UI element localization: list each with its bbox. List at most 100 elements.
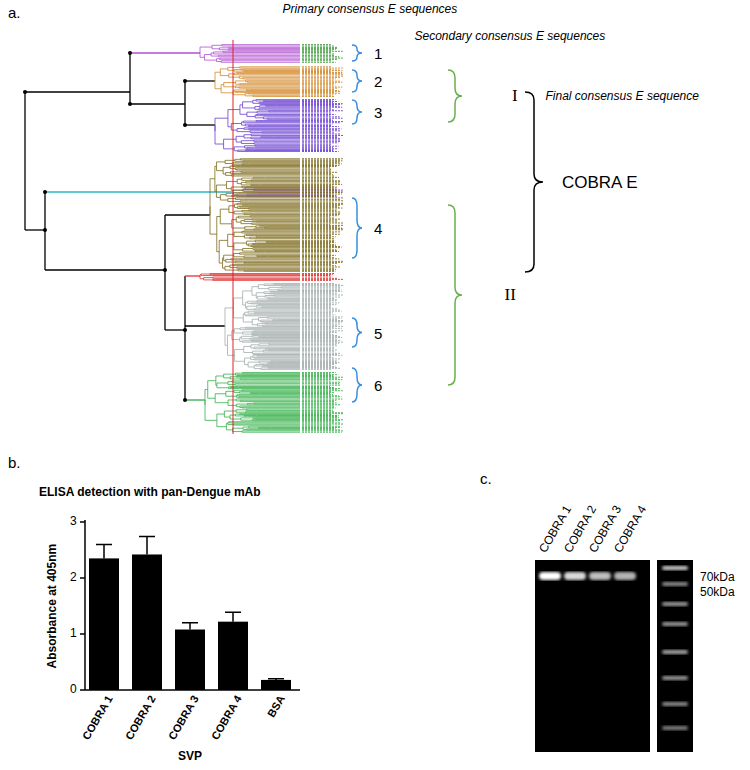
group-numeral: II: [505, 285, 516, 305]
category-label: COBRA 2: [123, 693, 159, 742]
leaf-names: [302, 67, 344, 97]
tree-branch: [129, 53, 130, 104]
bracket: [448, 205, 462, 385]
bracket: [352, 70, 362, 92]
gel-image: [535, 560, 650, 752]
tree-branch: [164, 215, 165, 330]
error-bar: [139, 537, 155, 555]
bracket: [352, 198, 362, 258]
bar: [132, 554, 162, 690]
marker-size: 70kDa: [700, 571, 735, 585]
group-numeral: I: [512, 86, 518, 106]
final-consensus-name: COBRA E: [562, 173, 638, 193]
tick: [80, 633, 85, 635]
ladder-band: [662, 582, 688, 586]
tree-branch: [25, 229, 45, 230]
bar: [218, 622, 248, 690]
tree-branch: [25, 91, 130, 92]
y-axis: [84, 520, 86, 690]
tier-heading: Primary consensus E sequences: [283, 3, 458, 17]
tree-clade: [200, 45, 300, 63]
ladder-image: [657, 560, 693, 752]
category-label: COBRA 1: [80, 693, 116, 742]
axis-title: Absorbance at 405nm: [45, 544, 59, 669]
tree-branch: [185, 275, 200, 276]
tick: [80, 577, 85, 579]
tree-node-dot: [43, 228, 47, 232]
panel-letter: b.: [8, 454, 21, 471]
tree-node-dot: [183, 398, 187, 402]
category-label: COBRA 4: [209, 693, 245, 742]
clade-number: 4: [374, 220, 382, 237]
leaf-names: [302, 100, 343, 152]
bar-chart: [80, 520, 300, 690]
tree-branch: [184, 276, 185, 400]
tier-heading: Final consensus E sequence: [546, 90, 699, 104]
gel-band: [564, 572, 586, 580]
tree-node-dot: [183, 328, 187, 332]
chart-title: ELISA detection with pan-Dengue mAb: [39, 486, 261, 500]
tree-clade: [215, 100, 300, 152]
clade-number: 2: [374, 73, 382, 90]
tick-label: 3: [70, 515, 77, 529]
marker-size: 50kDa: [700, 586, 735, 600]
leaf-names: [302, 274, 344, 281]
tree-branch: [24, 92, 25, 230]
tree-node-dot: [163, 268, 167, 272]
ladder-band: [662, 602, 688, 606]
ladder-band: [662, 702, 688, 706]
tree-node-dot: [128, 102, 132, 106]
tree-node-dot: [43, 190, 47, 194]
tree-branch: [45, 191, 233, 192]
tick-label: 1: [70, 627, 77, 641]
clade-number: 1: [374, 45, 382, 62]
bar: [261, 680, 291, 690]
tree-node-dot: [183, 79, 187, 83]
bracket: [525, 92, 543, 272]
tree-node-dot: [128, 51, 132, 55]
tree-branch: [45, 269, 165, 270]
ladder-band: [662, 566, 688, 570]
ladder-band: [662, 622, 688, 626]
bar: [89, 558, 119, 690]
panel-letter: c.: [480, 470, 492, 487]
clade-number: 5: [374, 325, 382, 342]
bracket: [352, 100, 362, 124]
tree-clade: [205, 373, 300, 433]
error-bar: [225, 612, 241, 622]
tree-branch: [165, 329, 185, 330]
bracket: [352, 368, 362, 402]
tree-branch: [165, 214, 210, 215]
tick: [80, 521, 85, 523]
tick: [80, 689, 85, 691]
tree-branch: [130, 103, 185, 104]
bracket: [352, 45, 362, 61]
tree-branch: [130, 52, 200, 53]
ladder-band: [662, 650, 688, 654]
bracket: [448, 70, 462, 122]
leaf-names: [302, 284, 344, 370]
gel-band: [589, 572, 611, 580]
phylogenetic-tree: [23, 45, 344, 433]
leaf-names: [302, 45, 343, 63]
axis-title: SVP: [178, 750, 202, 764]
tree-node-dot: [23, 90, 27, 94]
tree-branch: [185, 124, 215, 125]
cutoff-line: [233, 40, 234, 434]
tree-branch: [185, 399, 205, 400]
tree-clade: [210, 159, 300, 272]
error-bar: [268, 679, 284, 680]
leaf-names: [302, 159, 344, 272]
tick-label: 0: [70, 683, 77, 697]
clade-number: 3: [374, 104, 382, 121]
bracket: [352, 318, 362, 347]
tree-clade: [225, 284, 300, 370]
tree-branch: [185, 80, 215, 81]
tier-heading: Secondary consensus E sequences: [415, 30, 606, 44]
category-label: BSA: [265, 693, 288, 719]
error-bar: [182, 623, 198, 630]
tree-clade: [215, 67, 300, 97]
tree-branch: [184, 81, 185, 125]
